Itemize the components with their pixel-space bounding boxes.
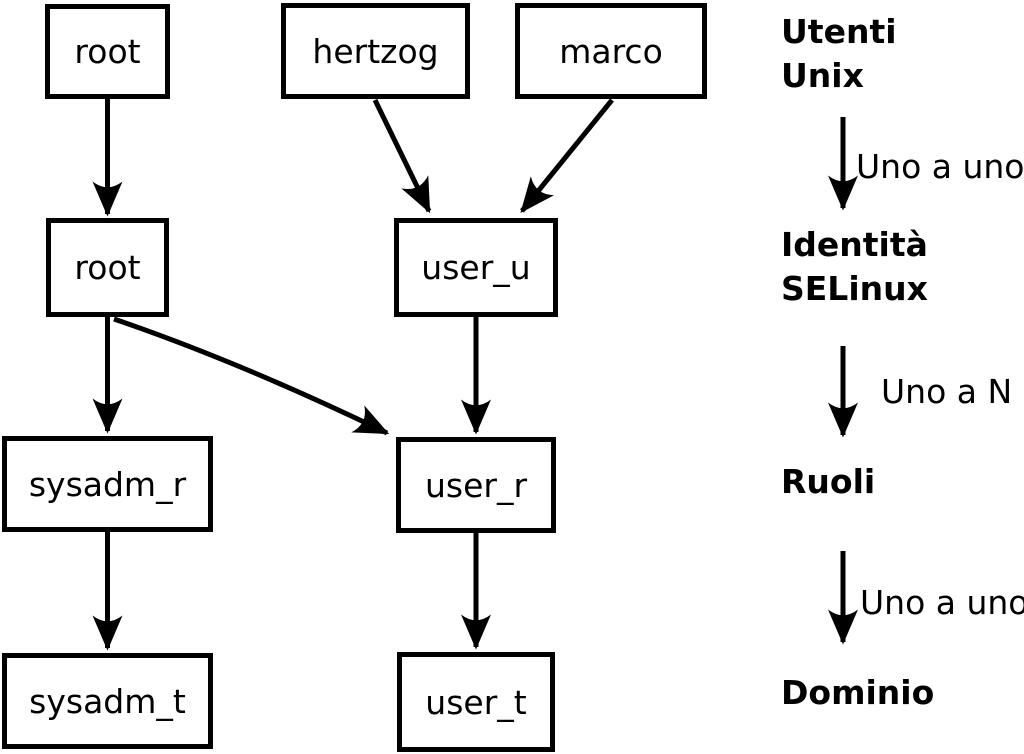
node-label: root xyxy=(74,32,141,71)
node-hertzog: hertzog xyxy=(281,3,470,99)
node-sysadm-t: sysadm_t xyxy=(2,653,213,749)
node-label: user_t xyxy=(425,682,527,722)
node-label: root xyxy=(74,248,141,287)
legend-title-line: SELinux xyxy=(781,269,928,308)
legend-title-line: Identità xyxy=(781,225,928,264)
edge-arrow-marco-to-user-u xyxy=(520,98,614,213)
node-root-unix: root xyxy=(45,4,170,99)
node-label: marco xyxy=(559,31,663,71)
edge-arrow-hertzog-to-user-u xyxy=(372,98,432,214)
node-label: sysadm_t xyxy=(29,681,186,721)
node-label: hertzog xyxy=(312,31,439,71)
legend-title-identita-selinux: Identità SELinux xyxy=(781,223,928,311)
node-user-t: user_t xyxy=(397,652,555,752)
legend-title-utenti-unix: Utenti Unix xyxy=(781,10,897,98)
node-root-selinux: root xyxy=(46,218,169,317)
node-user-u: user_u xyxy=(394,218,558,317)
legend-relation-label-uno-a-uno-2: Uno a uno xyxy=(860,583,1024,622)
legend-title-line: Unix xyxy=(781,56,864,95)
node-label: user_u xyxy=(421,248,531,287)
legend-title-line: Ruoli xyxy=(781,462,876,501)
legend-title-ruoli: Ruoli xyxy=(781,460,875,504)
node-label: sysadm_r xyxy=(28,464,187,504)
legend-title-dominio: Dominio xyxy=(781,671,934,715)
node-label: user_r xyxy=(424,465,528,505)
legend-title-line: Utenti xyxy=(781,12,897,51)
node-marco: marco xyxy=(515,3,707,99)
legend-relation-label-uno-a-uno-1: Uno a uno xyxy=(856,147,1024,186)
legend-title-line: Dominio xyxy=(781,673,935,712)
node-user-r: user_r xyxy=(396,437,556,533)
edge-arrow-root-selinux-to-user-r xyxy=(113,316,390,436)
legend-relation-label-uno-a-n: Uno a N xyxy=(881,372,1013,411)
node-sysadm-r: sysadm_r xyxy=(2,436,213,532)
